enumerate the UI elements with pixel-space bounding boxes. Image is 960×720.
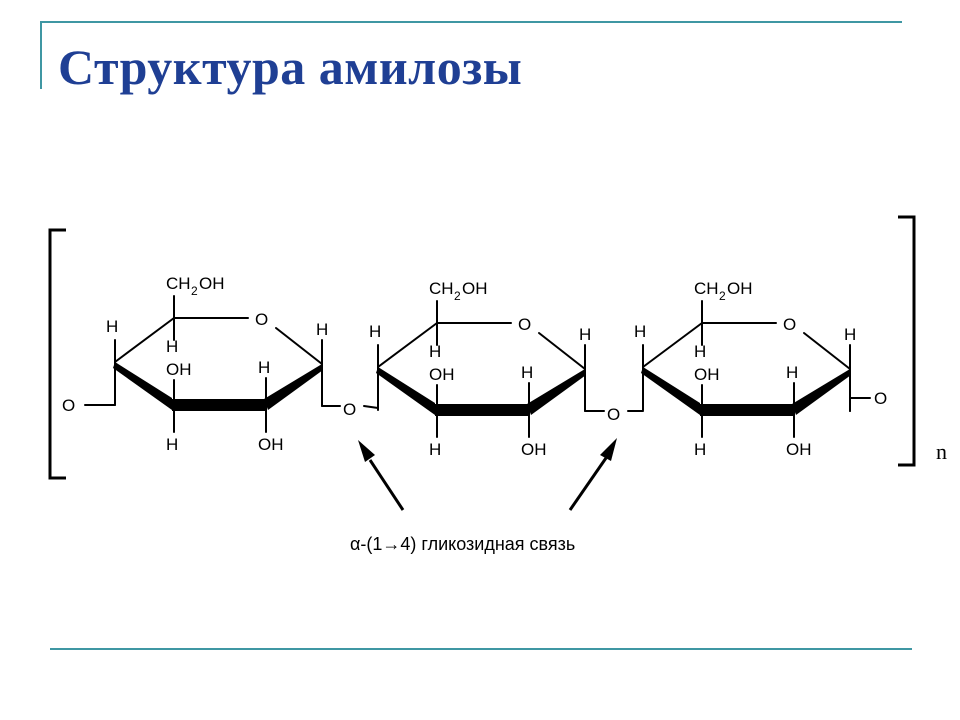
ring-2-ch2oh-oh: OH [462, 279, 488, 298]
left-accent-rule [40, 21, 42, 89]
ring-3-h-c5: H [694, 342, 706, 361]
ring-3-bond-c5-c4top [642, 322, 703, 368]
arrow-shaft-left [368, 459, 405, 511]
ring-2-oh-c2: OH [521, 440, 547, 459]
ring-3-wedge-right [792, 369, 851, 415]
repeat-count-label: n [936, 439, 947, 464]
ring-1-wedge-right [264, 364, 323, 410]
arrow-shaft-right [568, 457, 608, 511]
link-1-bond-b [363, 405, 379, 409]
ring-1-oh-c3: OH [166, 360, 192, 379]
ring-3-oh-c2: OH [786, 440, 812, 459]
ring-3-h-c2: H [786, 363, 798, 382]
ring-3-wedge-bottom [700, 404, 794, 416]
ring-1-h-c3: H [166, 435, 178, 454]
ring-1-bond-c5-c4top [114, 317, 175, 363]
ring-2-oh-c3: OH [429, 365, 455, 384]
ring-2-h-c2: H [521, 363, 533, 382]
ring-2-bond-o-c1 [538, 332, 586, 370]
ring-2-h-c1: H [579, 325, 591, 344]
glycosidic-oxygen-2: O [607, 405, 620, 424]
ring-1-h-c1: H [316, 320, 328, 339]
ring-1-oh-c2: OH [258, 435, 284, 454]
terminal-oxygen-right: O [874, 389, 887, 408]
ring-2-h-c4: H [369, 322, 381, 341]
ring-3-ch2oh-oh: OH [727, 279, 753, 298]
ring-1-bond-o-c1 [275, 327, 323, 365]
ring-3-wedge-left [641, 367, 700, 415]
ring-3-ch2oh-ch: CH [694, 279, 719, 298]
ring-3-h-c3: H [694, 440, 706, 459]
slide-title: Структура амилозы [58, 39, 523, 95]
ring-2-ch2oh-subscript: 2 [454, 289, 461, 303]
arrow-head-right [600, 438, 617, 461]
ring-2-h-c5: H [429, 342, 441, 361]
ring-3-h-c4: H [634, 322, 646, 341]
glycosidic-oxygen-1: O [343, 400, 356, 419]
ring-2-ch2oh-ch: CH [429, 279, 454, 298]
ring-1-wedge-bottom [172, 399, 266, 411]
ring-3-oh-c3: OH [694, 365, 720, 384]
terminal-oxygen-left: O [62, 396, 75, 415]
top-rule [40, 21, 902, 23]
ring-1-ch2oh-subscript: 2 [191, 284, 198, 298]
ring-3-ring-oxygen: O [783, 315, 796, 334]
ring-2-bond-c5-c4top [377, 322, 438, 368]
ring-1-h-c4: H [106, 317, 118, 336]
right-bracket [898, 215, 916, 467]
ring-2-wedge-bottom [435, 404, 529, 416]
ring-1-ch2oh-ch: CH [166, 274, 191, 293]
ring-1-wedge-left [113, 362, 172, 410]
ring-1-ring-oxygen: O [255, 310, 268, 329]
left-bracket [48, 228, 66, 480]
ring-3-ch2oh-subscript: 2 [719, 289, 726, 303]
glycosidic-bond-caption: α-(1→4) гликозидная связь [350, 534, 575, 554]
bonds [84, 295, 871, 438]
ring-2-ring-oxygen: O [518, 315, 531, 334]
ring-1-h-c5: H [166, 337, 178, 356]
arrow-head-left [358, 440, 375, 462]
ring-2-wedge-left [376, 367, 435, 415]
ring-3-h-c1: H [844, 325, 856, 344]
bottom-rule [50, 648, 912, 650]
ring-1-h-c2: H [258, 358, 270, 377]
ring-2-wedge-right [527, 369, 586, 415]
ring-1-ch2oh-oh: OH [199, 274, 225, 293]
ring-2-h-c3: H [429, 440, 441, 459]
ring-3-bond-o-c1 [803, 332, 851, 370]
